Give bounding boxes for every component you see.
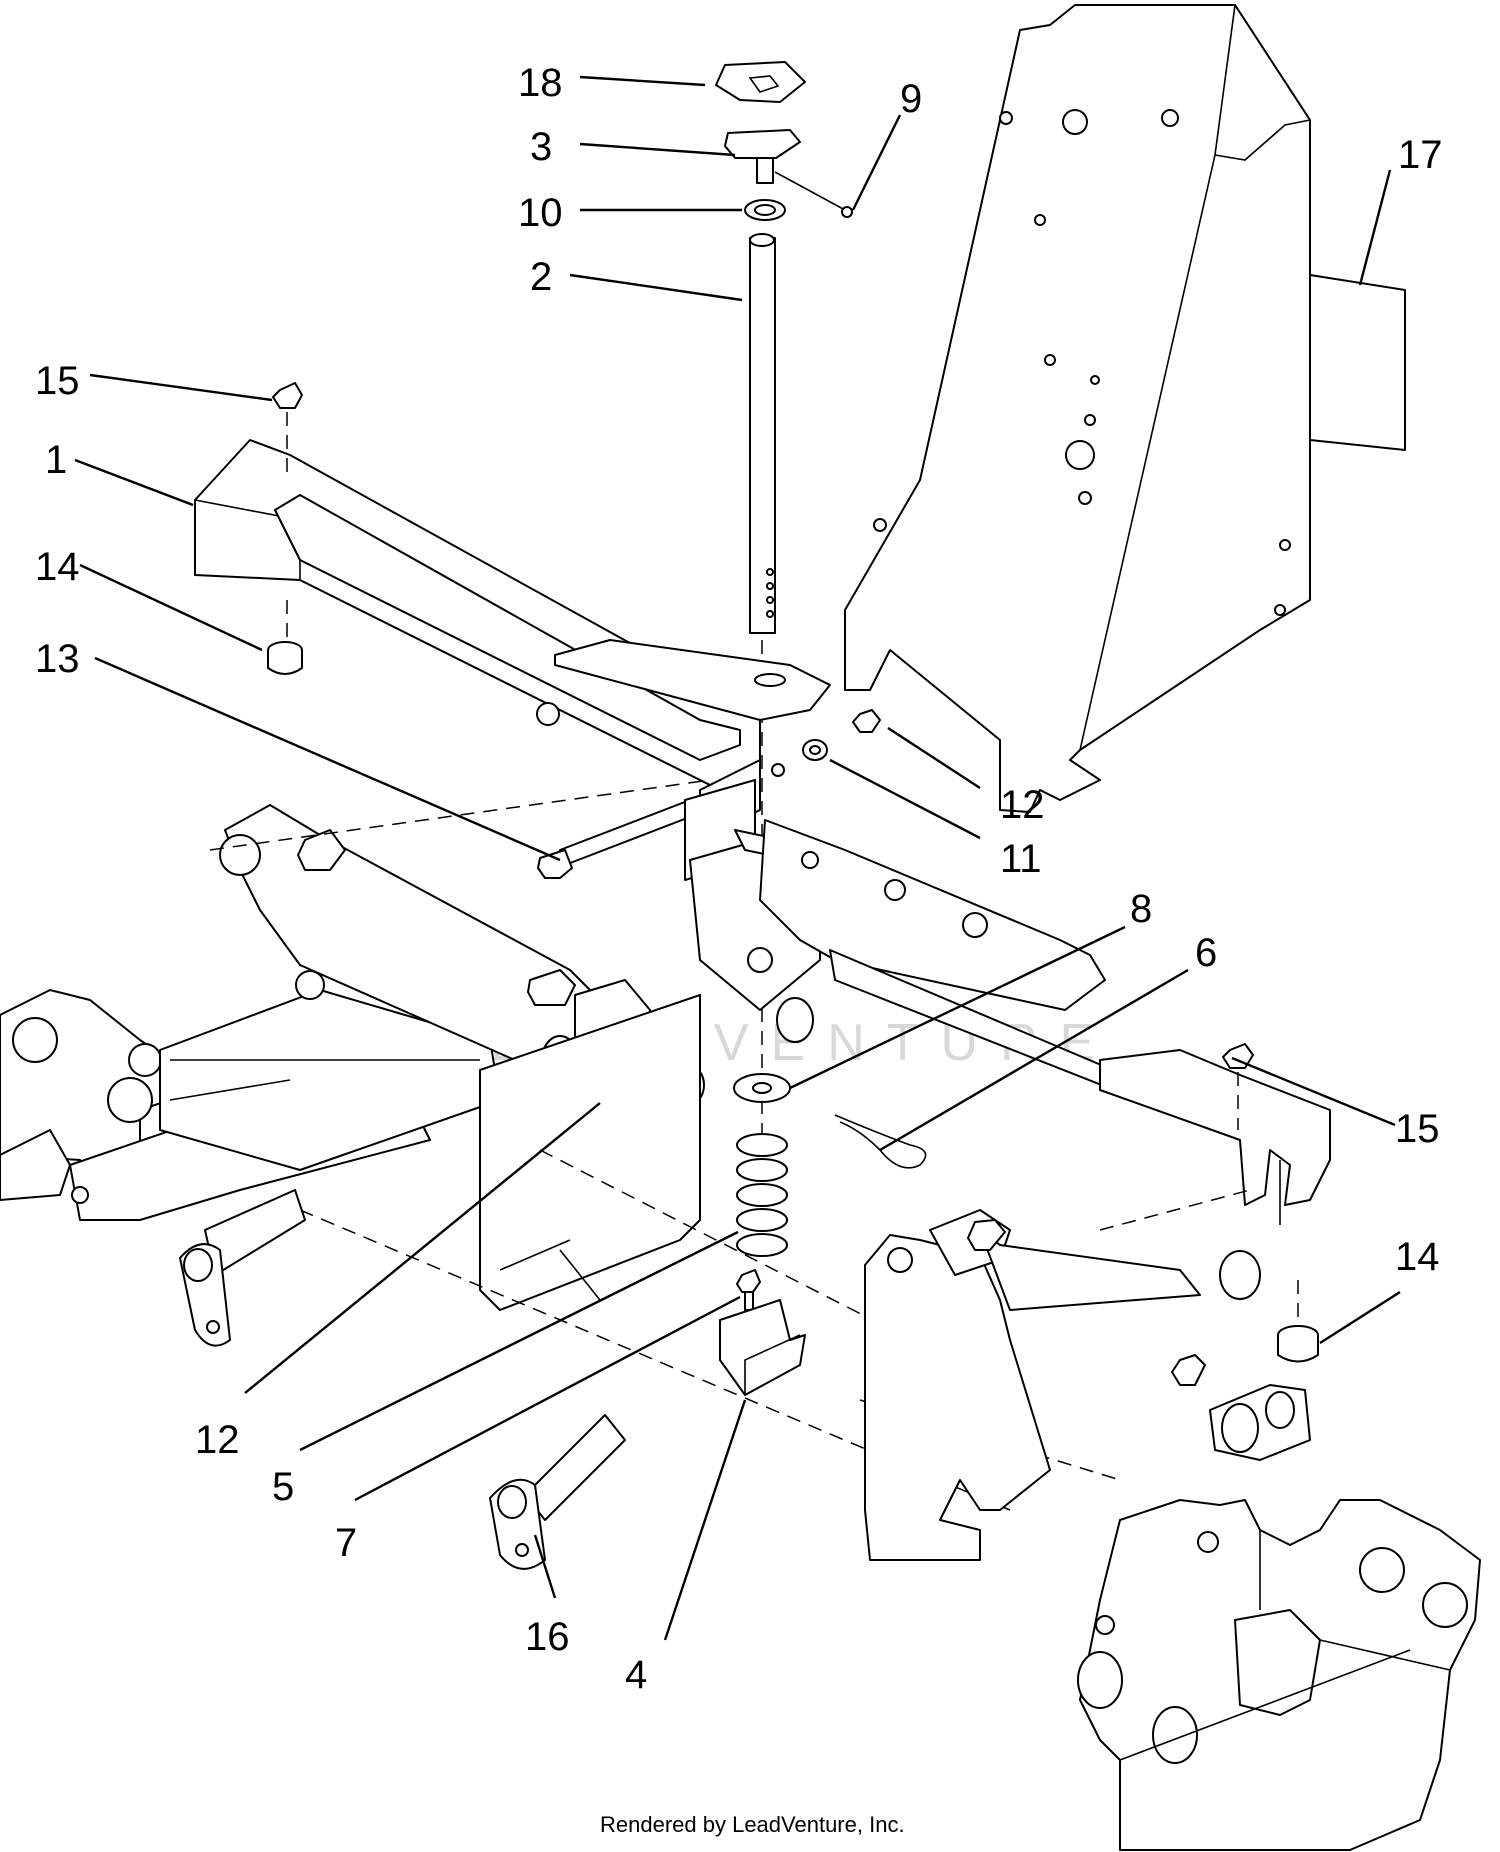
callout-3: 3: [530, 125, 552, 169]
part-4-latch-bracket: [719, 1299, 806, 1396]
right-lower-frame: [864, 1209, 1261, 1561]
callout-11: 11: [1000, 837, 1042, 881]
callout-7: 7: [335, 1521, 357, 1565]
right-arm: [759, 819, 1331, 1225]
left-mount-frame: [0, 989, 501, 1221]
callout-12-upper: 12: [1000, 783, 1045, 827]
callout-8: 8: [1130, 887, 1152, 931]
callout-9: 9: [900, 77, 922, 121]
bottom-right-assembly: [1077, 1499, 1481, 1851]
part-10-washer: [744, 199, 786, 221]
center-body: [209, 779, 1251, 1511]
render-credit: Rendered by LeadVenture, Inc.: [600, 1812, 905, 1837]
part-17-frame-plate: [844, 4, 1406, 813]
callout-12-lower: 12: [195, 1418, 240, 1462]
part-9-roll-pin: [774, 171, 853, 218]
callout-2: 2: [530, 255, 552, 299]
callout-16: 16: [525, 1615, 570, 1659]
callout-18: 18: [518, 61, 563, 105]
part-16-pin-left: [179, 1189, 306, 1347]
part-5-spring: [736, 1133, 788, 1257]
callout-4: 4: [625, 1653, 647, 1697]
callout-15-upper: 15: [35, 359, 80, 403]
part-11-washer: [802, 739, 828, 761]
part-8-washer: [733, 1073, 791, 1103]
callout-15-lower: 15: [1395, 1107, 1440, 1151]
callout-6: 6: [1195, 931, 1217, 975]
part-18-knob: [715, 61, 806, 103]
callout-13: 13: [35, 637, 80, 681]
part-2-shaft: [749, 233, 776, 1140]
part-3-pin-head: [724, 129, 801, 184]
callout-14-upper: 14: [35, 545, 80, 589]
part-14-bumper-lower: [1277, 1280, 1319, 1363]
callout-14-lower: 14: [1395, 1235, 1440, 1279]
part-6-hair-pin: [834, 1114, 927, 1169]
part-15-nut-lower: [1222, 1043, 1254, 1130]
part-12-nut-upper: [852, 709, 881, 733]
part-15-nut-upper: [272, 382, 303, 480]
callout-17: 17: [1398, 133, 1443, 177]
callout-labels: 18 9 3 10 17 2 15 1 14 13 12 11 8 6 15 1…: [35, 61, 1443, 1697]
part-13-bolt: [537, 799, 696, 879]
part-16-pin-lower: [489, 1414, 626, 1570]
part-14-bumper-upper: [267, 600, 303, 675]
part-7-bolt: [736, 1269, 761, 1311]
callout-5: 5: [272, 1465, 294, 1509]
right-pivot-bushing: [1209, 1384, 1311, 1461]
callout-10: 10: [518, 191, 563, 235]
callout-1: 1: [45, 438, 67, 482]
leader-lines: [74, 75, 1401, 1641]
part-1-arm: [194, 439, 831, 841]
